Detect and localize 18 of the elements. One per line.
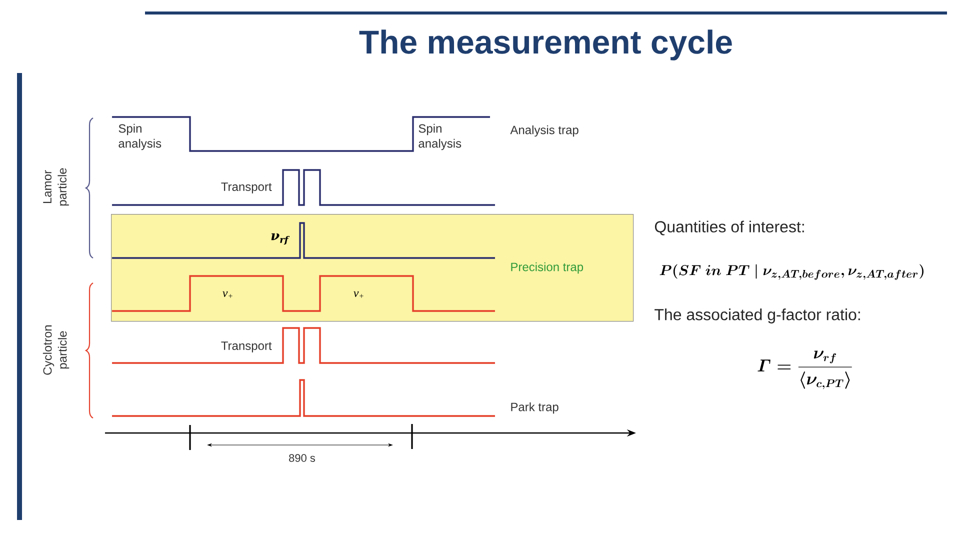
formula: $\mathnormal{\Gamma} = \dfrac{\nu_{rf}}{\langle \nu_{c,PT} \rangle}$ xyxy=(758,350,852,390)
particle-label: Cyclotron particle xyxy=(42,325,70,375)
trap-label: Precision trap xyxy=(511,262,584,274)
duration-label: 890 s xyxy=(289,454,316,462)
title: The measurement cycle xyxy=(359,30,732,60)
signal-label: ν$_{rf}$ xyxy=(271,233,290,245)
trace-label: Transport xyxy=(221,342,272,352)
trace-label: Spin analysis xyxy=(118,124,162,150)
particle-label: Lamor particle xyxy=(43,168,69,206)
trap-label: Park trap xyxy=(511,402,558,414)
trace-label: Spin analysis xyxy=(418,124,462,150)
signal-label: ν$_{+}$ xyxy=(222,291,232,298)
signal-label: ν$_{+}$ xyxy=(354,291,364,298)
formula: $P(SF\ in\ PT\ |\ \nu_{z,AT,before}, \nu_{z,AT,after})$ xyxy=(660,264,924,280)
note-text: The associated g-factor ratio: xyxy=(654,308,860,324)
note-text: Quantities of interest: xyxy=(654,220,804,236)
trap-label: Analysis trap xyxy=(510,125,578,137)
trace-label: Transport xyxy=(221,182,272,194)
